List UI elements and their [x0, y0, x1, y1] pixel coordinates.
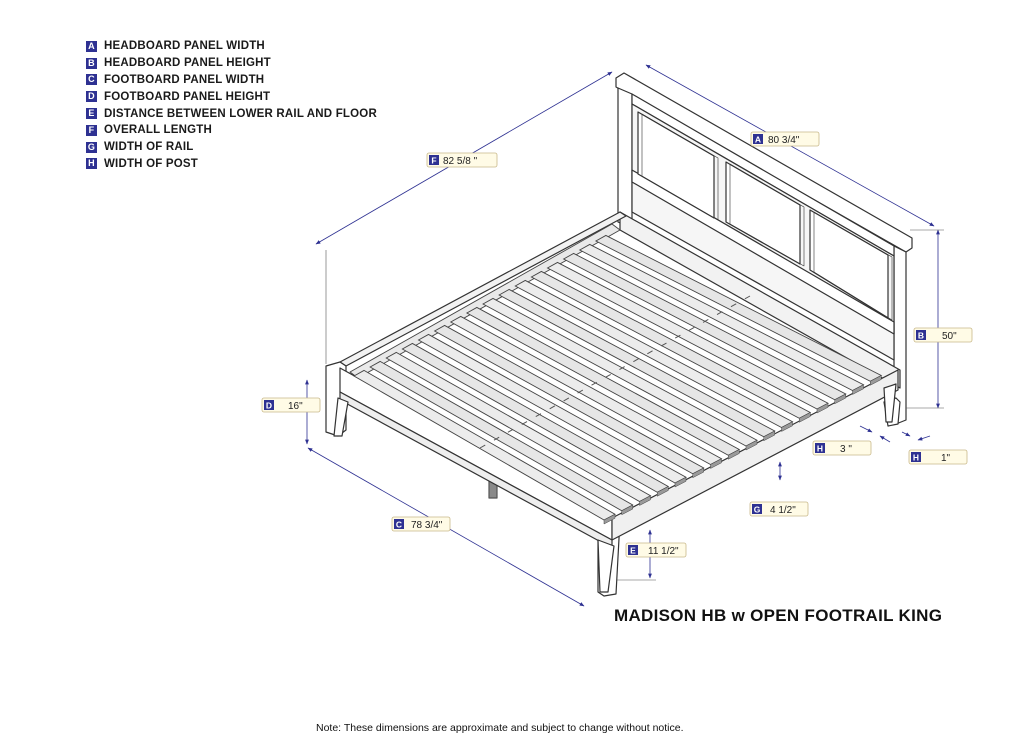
dimension-label-f: F 82 5/8 ": [426, 152, 498, 168]
legend: A HEADBOARD PANEL WIDTH B HEADBOARD PANEL …: [86, 38, 377, 172]
dimension-label-h-end: H 1": [908, 449, 968, 465]
dimension-key-f: F: [431, 156, 436, 166]
legend-text-h: WIDTH OF POST: [104, 157, 198, 170]
legend-key-d: D: [86, 91, 97, 103]
legend-key-f: F: [86, 124, 97, 136]
bed-slat-edge: [674, 476, 687, 488]
bed-slat-edge: [692, 467, 705, 479]
dimension-label-c: C 78 3/4": [391, 516, 451, 532]
legend-key-h: H: [86, 158, 97, 170]
dimension-value-c: 78 3/4": [411, 520, 443, 531]
dimension-label-a: A 80 3/4": [750, 131, 820, 147]
legend-text-b: HEADBOARD PANEL HEIGHT: [104, 57, 271, 70]
dimension-label-h-post: H 3 ": [812, 440, 872, 456]
bed-slat-edge: [799, 412, 811, 423]
bed-slat-edge: [763, 430, 776, 442]
dimension-key-d: D: [266, 401, 272, 411]
dimension-key-h-post: H: [817, 444, 823, 454]
bed-slat-edge: [657, 486, 669, 497]
legend-text-c: FOOTBOARD PANEL WIDTH: [104, 73, 265, 86]
dimension-value-a: 80 3/4": [768, 135, 800, 146]
dimension-label-b: B 50": [913, 327, 973, 343]
legend-text-f: OVERALL LENGTH: [104, 124, 213, 137]
legend-item-e: E DISTANCE BETWEEN LOWER RAIL AND FLOOR: [86, 105, 377, 122]
dimension-value-h-end: 1": [941, 453, 951, 464]
dimension-key-b: B: [918, 331, 924, 341]
dimension-key-a: A: [755, 135, 761, 145]
legend-item-c: C FOOTBOARD PANEL WIDTH: [86, 72, 377, 89]
bed-slat-edge: [710, 458, 722, 469]
legend-text-d: FOOTBOARD PANEL HEIGHT: [104, 90, 271, 103]
legend-text-g: WIDTH OF RAIL: [104, 141, 194, 154]
bed-slat-edge: [639, 495, 651, 506]
dimension-key-c: C: [396, 520, 402, 530]
bed-slat-edge: [603, 513, 616, 525]
legend-text-e: DISTANCE BETWEEN LOWER RAIL AND FLOOR: [104, 107, 377, 120]
slat-set: [353, 234, 883, 525]
bed-slat-edge: [834, 393, 847, 405]
center-support-rail: [479, 295, 751, 449]
disclaimer-note: Note: These dimensions are approximate a…: [316, 722, 684, 734]
bed-slat-edge: [870, 375, 882, 386]
dimension-value-g: 4 1/2": [770, 505, 796, 516]
bed-slat-edge: [781, 421, 793, 432]
legend-item-a: A HEADBOARD PANEL WIDTH: [86, 38, 377, 55]
bed-slat-edge: [745, 439, 758, 451]
legend-key-b: B: [86, 57, 97, 69]
legend-item-h: H WIDTH OF POST: [86, 156, 377, 173]
bed-slat-edge: [816, 402, 829, 414]
dimension-value-d: 16": [288, 401, 303, 412]
bed-slat-edge: [621, 504, 634, 516]
dimension-label-g: G 4 1/2": [749, 501, 809, 517]
legend-item-g: G WIDTH OF RAIL: [86, 139, 377, 156]
legend-key-g: G: [86, 141, 97, 153]
dimension-key-h-end: H: [913, 453, 919, 463]
legend-key-c: C: [86, 74, 97, 86]
product-title: MADISON HB w OPEN FOOTRAIL KING: [614, 606, 943, 625]
legend-key-e: E: [86, 108, 97, 120]
dimension-key-g: G: [754, 505, 761, 515]
dimension-value-h-post: 3 ": [840, 444, 852, 455]
bed-slat-edge: [852, 384, 864, 395]
bed-slat-edge: [728, 449, 740, 460]
dimension-value-e: 11 1/2": [648, 546, 679, 557]
dimension-value-f: 82 5/8 ": [443, 156, 478, 167]
dimension-label-d: D 16": [261, 397, 321, 413]
legend-item-d: D FOOTBOARD PANEL HEIGHT: [86, 88, 377, 105]
legend-item-f: F OVERALL LENGTH: [86, 122, 377, 139]
legend-text-a: HEADBOARD PANEL WIDTH: [104, 40, 265, 53]
dimension-key-e: E: [630, 546, 636, 556]
legend-key-a: A: [86, 40, 97, 52]
dimension-value-b: 50": [942, 331, 957, 342]
legend-item-b: B HEADBOARD PANEL HEIGHT: [86, 55, 377, 72]
dimension-label-e: E 11 1/2": [625, 542, 687, 558]
